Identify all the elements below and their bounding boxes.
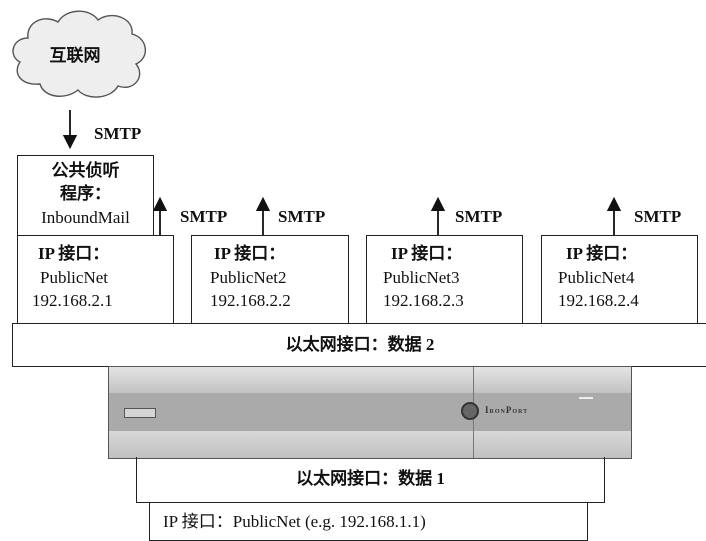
listener-line2: 程序： xyxy=(60,184,111,203)
public-listener-box: 公共侦听 程序： InboundMail xyxy=(17,155,154,237)
ethernet-data1-label: 以太网接口：数据 1 xyxy=(296,469,445,488)
interface-ip: 192.168.2.1 xyxy=(32,291,113,310)
ethernet-interface-data1: 以太网接口：数据 1 xyxy=(136,457,605,503)
appliance-top-panel xyxy=(109,367,631,394)
interface-name: PublicNet3 xyxy=(383,268,460,287)
bottom-interface-label: IP 接口：PublicNet (e.g. 192.168.1.1) xyxy=(163,512,426,531)
interface-ip: 192.168.2.4 xyxy=(558,291,639,310)
interface-title: IP 接口： xyxy=(214,244,286,263)
appliance-bottom-panel xyxy=(109,431,631,458)
interface-ip: 192.168.2.3 xyxy=(383,291,464,310)
ip-interface-box-3: IP 接口： PublicNet3 192.168.2.3 xyxy=(366,235,523,325)
interface-ip: 192.168.2.2 xyxy=(210,291,291,310)
listener-line3: InboundMail xyxy=(41,208,130,227)
brand-logo: IronPort xyxy=(485,405,529,415)
interface-title: IP 接口： xyxy=(38,244,110,263)
smtp-label-4: SMTP xyxy=(634,207,682,226)
interface-name: PublicNet2 xyxy=(210,268,287,287)
ip-interface-box-4: IP 接口： PublicNet4 192.168.2.4 xyxy=(541,235,698,325)
interface-title: IP 接口： xyxy=(566,244,638,263)
ip-interface-bottom: IP 接口：PublicNet (e.g. 192.168.1.1) xyxy=(149,502,588,541)
ip-interface-box-1: IP 接口： PublicNet 192.168.2.1 xyxy=(17,235,174,325)
smtp-label-3: SMTP xyxy=(455,207,503,226)
interface-name: PublicNet xyxy=(40,268,108,287)
ethernet-interface-data2: 以太网接口：数据 2 xyxy=(12,323,706,367)
ip-interface-box-2: IP 接口： PublicNet2 192.168.2.2 xyxy=(191,235,349,325)
smtp-label-down: SMTP xyxy=(94,124,142,143)
ethernet-data2-label: 以太网接口：数据 2 xyxy=(285,335,435,354)
smtp-label-2: SMTP xyxy=(278,207,326,226)
power-button-icon xyxy=(461,402,479,420)
listener-line1: 公共侦听 xyxy=(51,161,120,180)
interface-name: PublicNet4 xyxy=(558,268,635,287)
interface-title: IP 接口： xyxy=(391,244,463,263)
cloud-shape xyxy=(12,10,146,98)
ironport-appliance: IronPort xyxy=(108,366,632,459)
cloud-label: 互联网 xyxy=(49,46,101,65)
smtp-label-1: SMTP xyxy=(180,207,228,226)
appliance-middle-panel xyxy=(109,393,631,432)
drive-slot-icon xyxy=(124,408,156,418)
led-indicator-icon xyxy=(579,397,593,399)
